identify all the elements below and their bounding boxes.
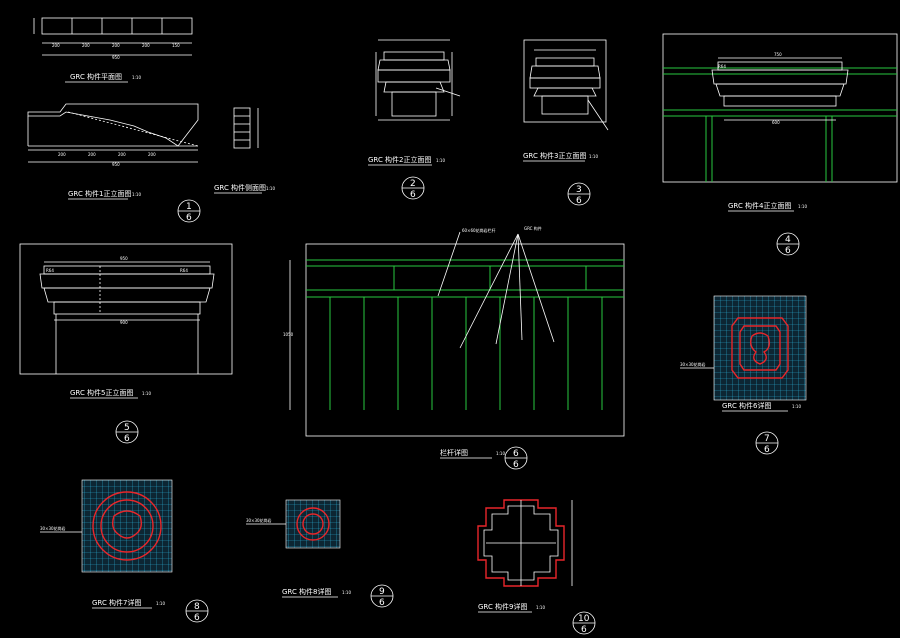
- dim-label: 600: [772, 120, 780, 125]
- detail-caption: GRC 构件6详图: [722, 401, 772, 410]
- detail-scale: 1:10: [436, 158, 445, 163]
- marker-sheet: 6: [581, 625, 587, 635]
- dim-label: 200: [148, 152, 156, 157]
- dim-label: 1050: [283, 332, 294, 337]
- callout-tile: 30×30花岗岩: [680, 361, 706, 367]
- detail-1-elevation: 200 200 200 200 950 GRC 构件1正立面图 1:10: [27, 103, 199, 200]
- detail-scale: 1:10: [266, 186, 275, 191]
- detail-caption: GRC 构件7详图: [92, 598, 142, 607]
- marker-1: 1 6: [177, 199, 201, 223]
- detail-3: GRC 构件3正立面图 1:10: [523, 39, 609, 162]
- marker-sheet: 6: [764, 445, 770, 455]
- detail-7: 30×30花岗岩 GRC 构件6详图 1:10: [680, 295, 807, 412]
- detail-scale: 1:10: [798, 204, 807, 209]
- dim-label: 200: [52, 43, 60, 48]
- detail-6-railing: 1050 60×60花岗岩栏杆 GRC 构件 栏杆详图 1:10: [283, 225, 625, 459]
- dim-label: R64: [718, 64, 726, 69]
- detail-caption: GRC 构件2正立面图: [368, 155, 432, 164]
- marker-sheet: 6: [513, 460, 519, 470]
- detail-caption: GRC 构件3正立面图: [523, 151, 587, 160]
- marker-4: 4 6: [776, 232, 800, 256]
- marker-sheet: 6: [124, 434, 130, 444]
- dim-label: 200: [142, 43, 150, 48]
- marker-9: 9 6: [370, 584, 394, 608]
- detail-caption: GRC 构件8详图: [282, 587, 332, 596]
- dim-label: 200: [82, 43, 90, 48]
- detail-scale: 1:10: [496, 451, 505, 456]
- marker-number: 8: [194, 602, 200, 612]
- detail-5: 950 900 R64 R64 GRC 构件5正立面图 1:10: [19, 243, 233, 399]
- dim-label: 150: [172, 43, 180, 48]
- marker-number: 3: [576, 185, 582, 195]
- detail-1-side: GRC 构件侧面图 1:10: [214, 107, 275, 194]
- dim-label: R64: [180, 268, 188, 273]
- marker-number: 4: [785, 235, 791, 245]
- detail-caption: GRC 构件平面图: [70, 72, 122, 81]
- detail-scale: 1:10: [142, 391, 151, 396]
- marker-number: 7: [764, 434, 770, 444]
- marker-sheet: 6: [785, 246, 791, 256]
- detail-scale: 1:10: [132, 75, 141, 80]
- marker-8: 8 6: [185, 599, 209, 623]
- detail-caption: GRC 构件5正立面图: [70, 388, 134, 397]
- marker-sheet: 6: [410, 190, 416, 200]
- marker-number: 5: [124, 423, 130, 433]
- marker-number: 1: [186, 202, 192, 212]
- detail-8: 30×30花岗岩 GRC 构件7详图 1:10: [40, 479, 173, 609]
- marker-sheet: 6: [194, 613, 200, 623]
- dim-label: R64: [46, 268, 54, 273]
- marker-sheet: 6: [379, 598, 385, 608]
- dim-label: 200: [88, 152, 96, 157]
- detail-caption: GRC 构件4正立面图: [728, 201, 792, 210]
- detail-scale: 1:10: [132, 192, 141, 197]
- detail-scale: 1:10: [342, 590, 351, 595]
- marker-number: 2: [410, 179, 416, 189]
- detail-scale: 1:10: [589, 154, 598, 159]
- detail-caption: GRC 构件侧面图: [214, 183, 266, 192]
- marker-5: 5 6: [115, 420, 139, 444]
- detail-scale: 1:10: [536, 605, 545, 610]
- dim-label: 950: [112, 55, 120, 60]
- callout-tile: 30×30花岗岩: [246, 517, 272, 523]
- marker-7: 7 6: [755, 431, 779, 455]
- marker-10: 10 6: [572, 611, 596, 635]
- callout-grc: GRC 构件: [524, 225, 542, 231]
- detail-caption: GRC 构件9详图: [478, 602, 528, 611]
- detail-caption: GRC 构件1正立面图: [68, 189, 132, 198]
- detail-caption: 栏杆详图: [440, 448, 468, 457]
- marker-sheet: 6: [186, 213, 192, 223]
- marker-sheet: 6: [576, 196, 582, 206]
- marker-number: 6: [513, 449, 519, 459]
- detail-4: 750 600 R64 GRC 构件4正立面图 1:10: [662, 33, 898, 212]
- detail-scale: 1:10: [156, 601, 165, 606]
- detail-1-plan: 200 200 200 200 150 950 GRC 构件平面图 1:10: [33, 17, 193, 83]
- baluster-row: [329, 297, 603, 410]
- dim-label: 750: [774, 52, 782, 57]
- detail-scale: 1:10: [792, 404, 801, 409]
- detail-2: GRC 构件2正立面图 1:10: [368, 39, 461, 166]
- dim-label: 950: [112, 162, 120, 167]
- marker-6: 6 6: [504, 446, 528, 470]
- callout-tile: 30×30花岗岩: [40, 525, 66, 531]
- detail-10: GRC 构件9详图 1:10: [477, 499, 573, 613]
- marker-3: 3 6: [567, 182, 591, 206]
- callout-rail: 60×60花岗岩栏杆: [462, 227, 496, 233]
- dim-label: 200: [112, 43, 120, 48]
- dim-label: 200: [58, 152, 66, 157]
- marker-number: 9: [379, 587, 385, 597]
- dim-label: 900: [120, 320, 128, 325]
- marker-2: 2 6: [401, 176, 425, 200]
- marker-number: 10: [578, 614, 590, 624]
- dim-label: 950: [120, 256, 128, 261]
- dim-label: 200: [118, 152, 126, 157]
- detail-9: 30×30花岗岩 GRC 构件8详图 1:10: [246, 499, 351, 598]
